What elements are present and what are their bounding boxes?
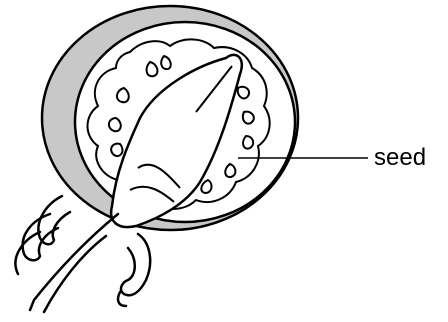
- seed-label: seed: [374, 146, 426, 170]
